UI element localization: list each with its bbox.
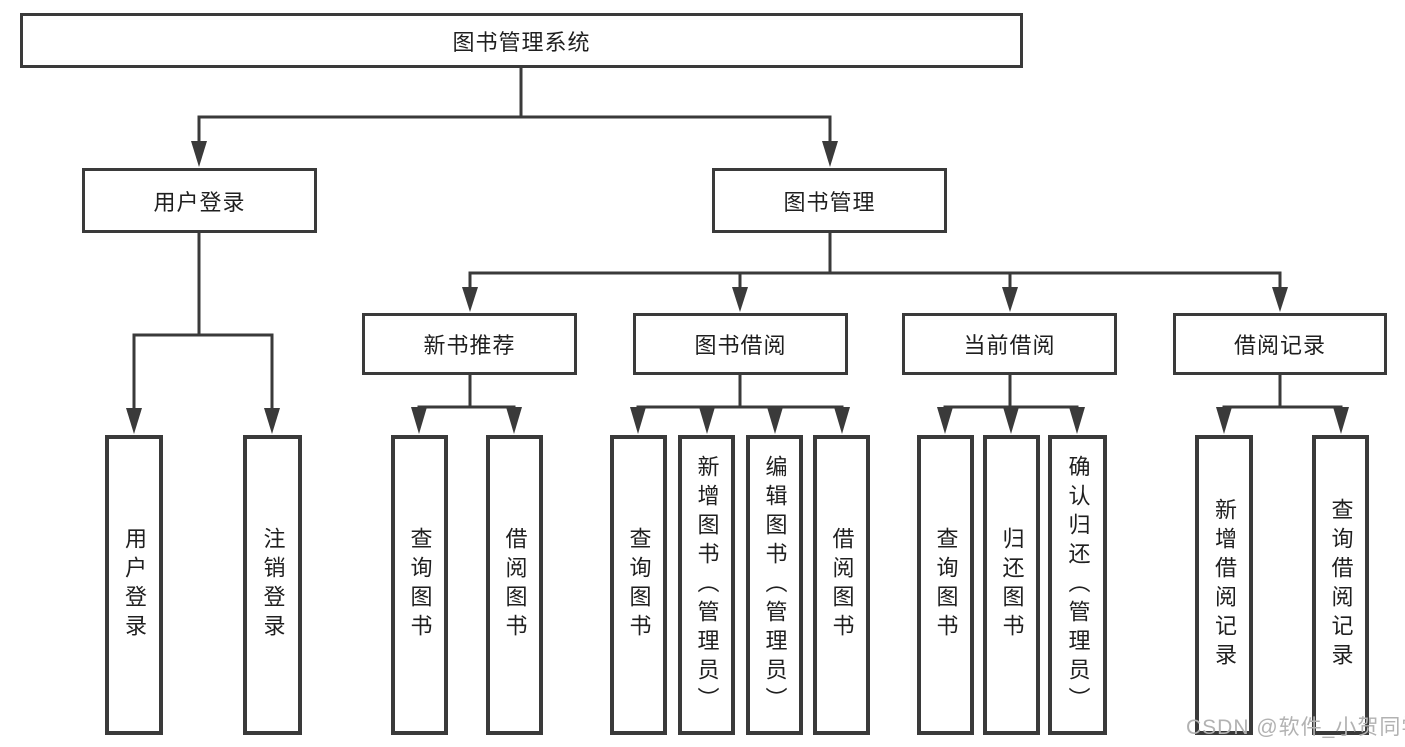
node-label: 新书推荐: [423, 333, 516, 358]
leaf-label: 查询图书: [407, 527, 433, 643]
leaf-label: 查询借阅记录: [1328, 498, 1354, 672]
leaf-confirm-return-admin: 确认归还（管理员）: [1048, 435, 1107, 735]
leaf-query-books-current: 查询图书: [917, 435, 974, 735]
leaf-label: 确认归还（管理员）: [1065, 454, 1091, 716]
node-new-book-recommendation: 新书推荐: [362, 313, 577, 375]
node-book-borrowing: 图书借阅: [633, 313, 848, 375]
leaf-query-borrow-record: 查询借阅记录: [1312, 435, 1369, 735]
node-user-login: 用户登录: [82, 168, 317, 233]
leaf-return-books: 归还图书: [983, 435, 1040, 735]
node-label: 借阅记录: [1233, 333, 1326, 358]
leaf-label: 借阅图书: [502, 527, 528, 643]
node-label: 当前借阅: [963, 333, 1056, 358]
leaf-label: 新增图书（管理员）: [694, 454, 720, 716]
leaf-label: 归还图书: [999, 527, 1025, 643]
leaf-add-borrow-record: 新增借阅记录: [1195, 435, 1253, 735]
leaf-query-books-borrow: 查询图书: [610, 435, 667, 735]
leaf-borrow-books-recommend: 借阅图书: [486, 435, 543, 735]
leaf-borrow-books-borrow: 借阅图书: [813, 435, 870, 735]
leaf-label: 借阅图书: [829, 527, 855, 643]
leaf-user-login: 用户登录: [105, 435, 163, 735]
leaf-label: 查询图书: [933, 527, 959, 643]
leaf-label: 新增借阅记录: [1212, 498, 1237, 672]
node-library-management-system: 图书管理系统: [20, 13, 1023, 68]
leaf-label: 编辑图书（管理员）: [762, 454, 788, 716]
node-book-management: 图书管理: [712, 168, 947, 233]
watermark: CSDN @软件_小贺同学: [1186, 716, 1405, 739]
node-label: 图书管理系统: [452, 29, 591, 55]
node-label: 用户登录: [153, 189, 246, 215]
leaf-query-books-recommend: 查询图书: [391, 435, 448, 735]
leaf-label: 查询图书: [626, 527, 652, 643]
node-current-borrowing: 当前借阅: [902, 313, 1117, 375]
leaf-logout: 注销登录: [243, 435, 302, 735]
node-borrowing-records: 借阅记录: [1173, 313, 1387, 375]
node-label: 图书管理: [783, 189, 876, 215]
leaf-edit-books-admin: 编辑图书（管理员）: [746, 435, 803, 735]
node-label: 图书借阅: [694, 333, 787, 358]
leaf-label: 用户登录: [122, 527, 147, 643]
leaf-label: 注销登录: [260, 527, 286, 643]
leaf-add-books-admin: 新增图书（管理员）: [678, 435, 735, 735]
